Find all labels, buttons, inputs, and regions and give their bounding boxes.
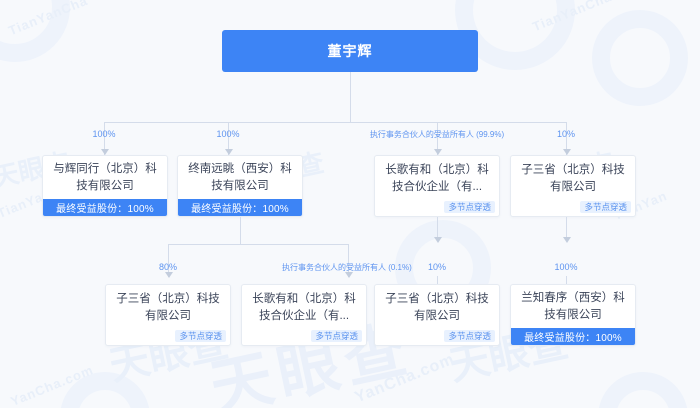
edge-label-level3-1: 80% (158, 262, 178, 272)
node-level2-2-label: 终南远眺（西安）科技有限公司 (188, 162, 292, 192)
edge-node2-stem (240, 217, 241, 244)
edge-arrow-level2-1 (101, 149, 109, 155)
node-level2-3-label: 长歌有和（北京）科技合伙企业（有... (385, 164, 489, 193)
node-level2-1[interactable]: 与辉同行（北京）科技有限公司 最终受益股份：100% (42, 155, 168, 217)
edge-level3-drop-3 (437, 276, 438, 284)
edge-arrow-level3-3 (434, 237, 442, 243)
edge-arrow-level2-4 (563, 149, 571, 155)
node-level3-4-label: 兰知春序（西安）科技有限公司 (521, 291, 625, 321)
node-level3-4[interactable]: 兰知春序（西安）科技有限公司 最终受益股份：100% (510, 284, 636, 346)
edge-arrow-level2-3 (434, 149, 442, 155)
watermark-text-bottomcenter: YanCha.com (352, 350, 458, 407)
edge-arrow-level3-2 (345, 272, 353, 278)
watermark-text-bottomleft: YanCha.com (8, 362, 96, 408)
edge-node2-bus (168, 244, 348, 245)
watermark-ring-bottomleft (60, 372, 150, 408)
edge-level3-branch-1 (168, 244, 169, 277)
edge-level3-branch-2 (348, 244, 349, 277)
watermark-ring-right (592, 10, 688, 106)
edge-label-level2-1: 100% (92, 129, 116, 139)
node-level2-4[interactable]: 子三省（北京）科技有限公司 多节点穿透 (510, 155, 636, 217)
watermark-text-topright: TianYanCha (530, 0, 614, 35)
edge-level2-bus (104, 122, 566, 123)
edge-root-stem (350, 72, 351, 122)
node-level2-1-label: 与辉同行（北京）科技有限公司 (53, 162, 157, 192)
watermark-ring-bottomright (598, 372, 688, 408)
node-level3-3-tag[interactable]: 多节点穿透 (444, 330, 495, 342)
edge-arrow-level2-2 (225, 149, 233, 155)
edge-level2-branch-1 (104, 122, 105, 155)
node-level3-1[interactable]: 子三省（北京）科技有限公司 多节点穿透 (105, 284, 231, 346)
node-level3-2[interactable]: 长歌有和（北京）科技合伙企业（有... 多节点穿透 (241, 284, 367, 346)
edge-level2-branch-4 (566, 122, 567, 155)
node-level3-2-tag[interactable]: 多节点穿透 (311, 330, 362, 342)
edge-level2-branch-3 (437, 122, 438, 155)
node-level3-4-badge: 最终受益股份：100% (511, 328, 635, 345)
node-level3-3[interactable]: 子三省（北京）科技有限公司 多节点穿透 (374, 284, 500, 346)
node-level3-1-label: 子三省（北京）科技有限公司 (116, 293, 220, 322)
node-level3-3-label: 子三省（北京）科技有限公司 (385, 293, 489, 322)
edge-level3-branch-3 (437, 217, 438, 241)
edge-level2-branch-2 (228, 122, 229, 155)
edge-arrow-level3-1 (165, 272, 173, 278)
watermark-ring-topleft (0, 0, 70, 62)
node-level2-2-badge: 最终受益股份：100% (178, 199, 302, 216)
node-root-label: 董宇辉 (327, 43, 373, 59)
edge-label-level3-2: 执行事务合伙人的受益所有人 (0.1%) (282, 263, 412, 272)
edge-arrow-level3-4 (563, 237, 571, 243)
edge-level3-branch-4 (566, 217, 567, 241)
node-level3-1-tag[interactable]: 多节点穿透 (175, 330, 226, 342)
node-root[interactable]: 董宇辉 (222, 30, 478, 72)
node-level2-4-tag[interactable]: 多节点穿透 (580, 201, 631, 213)
watermark-text-topleft: TianYanCha (6, 0, 90, 39)
node-level3-2-label: 长歌有和（北京）科技合伙企业（有... (252, 293, 356, 322)
node-level2-3-tag[interactable]: 多节点穿透 (444, 201, 495, 213)
edge-level3-drop-4 (566, 276, 567, 284)
node-level2-3[interactable]: 长歌有和（北京）科技合伙企业（有... 多节点穿透 (374, 155, 500, 217)
node-level2-4-label: 子三省（北京）科技有限公司 (521, 164, 625, 193)
node-level2-1-badge: 最终受益股份：100% (43, 199, 167, 216)
edge-label-level2-3: 执行事务合伙人的受益所有人 (99.9%) (369, 130, 505, 139)
edge-label-level3-3: 10% (427, 262, 447, 272)
node-level2-2[interactable]: 终南远眺（西安）科技有限公司 最终受益股份：100% (177, 155, 303, 217)
edge-label-level3-4: 100% (554, 262, 578, 272)
edge-label-level2-4: 10% (556, 129, 576, 139)
edge-label-level2-2: 100% (216, 129, 240, 139)
